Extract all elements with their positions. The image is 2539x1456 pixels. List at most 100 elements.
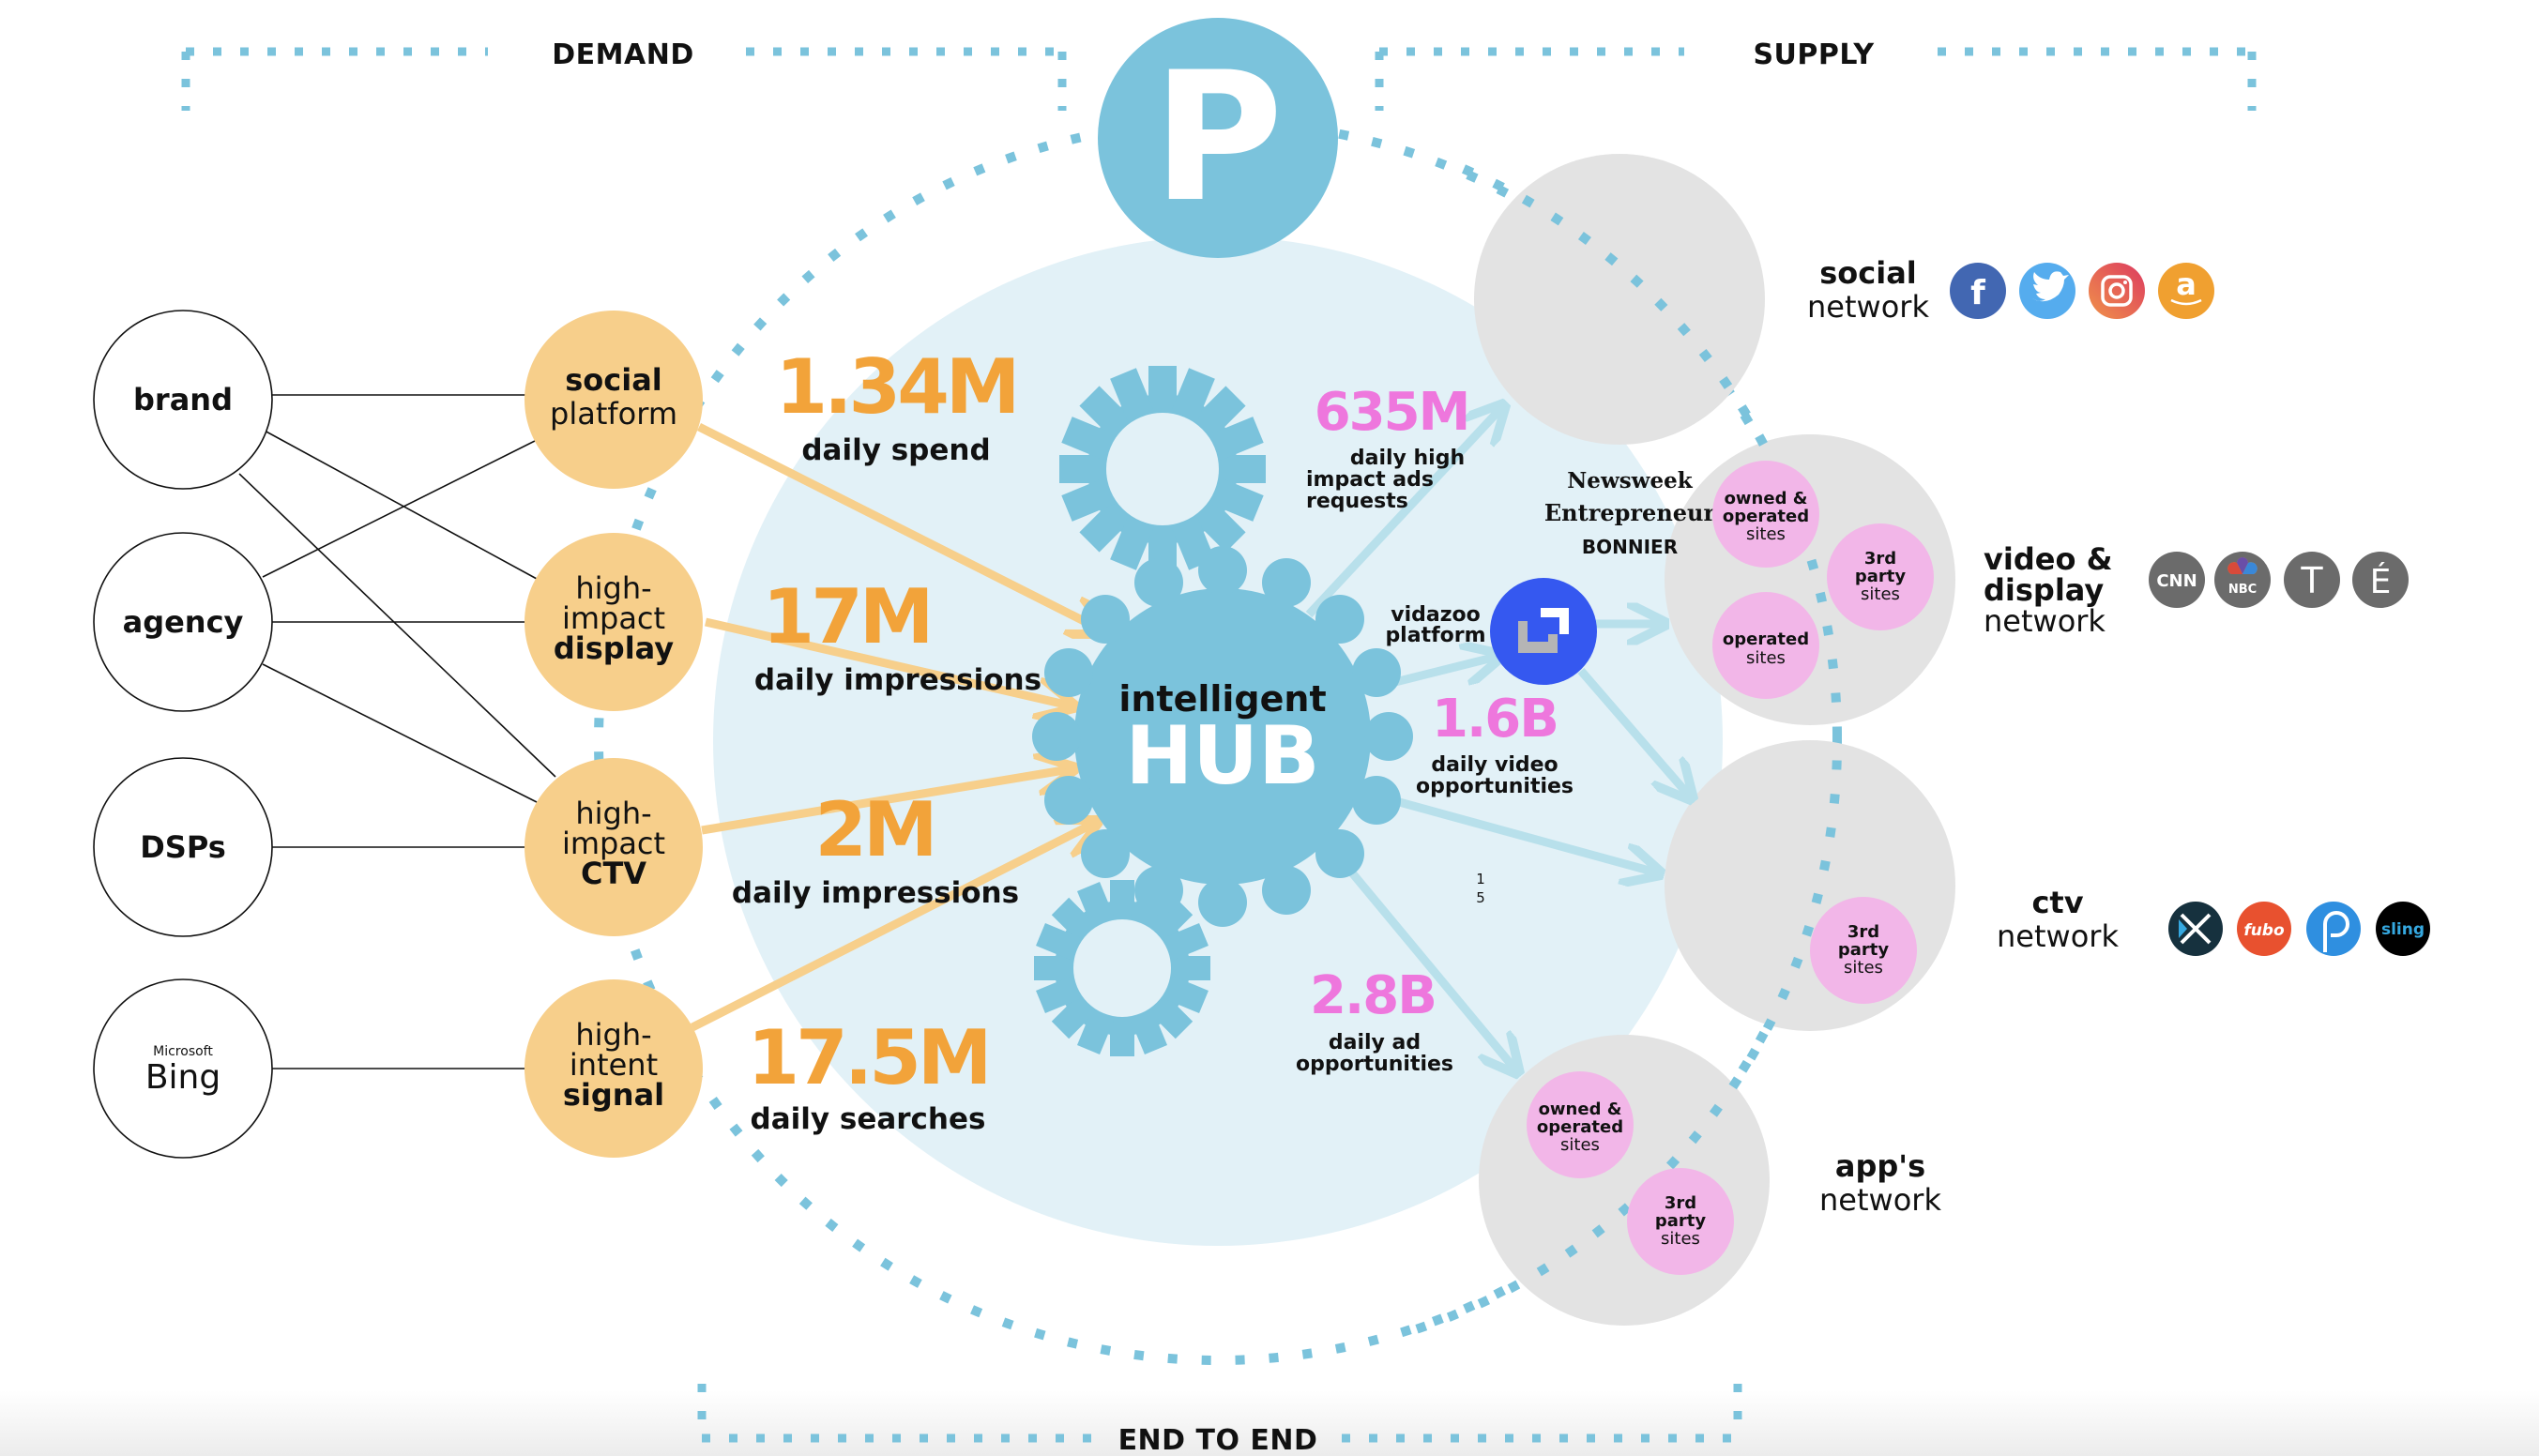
apps-owned-operated-sites[interactable]: owned & operated sites xyxy=(1527,1071,1634,1178)
publisher-logos: Newsweek Entrepreneur BONNIER xyxy=(1544,468,1716,558)
site-label: party xyxy=(1855,567,1907,586)
social-network-circle[interactable] xyxy=(1474,154,1765,445)
twitter-icon[interactable] xyxy=(2019,263,2075,319)
xumo-icon[interactable] xyxy=(2168,902,2223,956)
icon-glyph: CNN xyxy=(2156,571,2197,591)
site-label: 3rd xyxy=(1864,549,1896,569)
end-to-end-bracket xyxy=(697,1384,1742,1443)
channel-line1: social xyxy=(565,362,662,398)
bottom-gear-icon xyxy=(1034,880,1210,1056)
hub-gear-icon[interactable]: intelligent HUB xyxy=(1032,546,1413,927)
vd-owned-operated-sites[interactable]: owned & operated sites xyxy=(1712,461,1819,568)
icon-glyph: f xyxy=(1970,274,1985,312)
p-logo-letter: P xyxy=(1152,34,1283,241)
site-label: operated xyxy=(1723,629,1809,649)
demand-source-bing[interactable]: Microsoft Bing xyxy=(93,978,273,1159)
icon-glyph: fubo xyxy=(2243,921,2285,940)
stat-635m: 635M daily high impact ads requests xyxy=(1306,382,1470,513)
bonnier-logo: BONNIER xyxy=(1582,536,1678,558)
ctv-network-circle[interactable] xyxy=(1665,740,1955,1031)
icon-glyph: NBC xyxy=(2228,583,2257,597)
stat-value: 2.8B xyxy=(1310,965,1436,1026)
elle-icon[interactable]: É xyxy=(2352,552,2409,608)
site-label: sites xyxy=(1844,958,1883,978)
demand-bracket xyxy=(181,47,1067,111)
page-marker-line2: 5 xyxy=(1476,889,1485,906)
stat-value: 2M xyxy=(814,786,934,873)
page-marker-line1: 1 xyxy=(1476,871,1485,887)
stat-daily-spend: 1.34M daily spend xyxy=(776,343,1021,467)
supply-bracket xyxy=(1375,47,2257,111)
network-label-bold: app's xyxy=(1835,1148,1925,1184)
demand-source-dsps[interactable]: DSPs xyxy=(93,757,273,937)
network-label-bold: social xyxy=(1819,255,1917,291)
sling-icon[interactable]: sling xyxy=(2376,902,2430,956)
channel-line3: CTV xyxy=(581,856,646,891)
amazon-icon[interactable]: a xyxy=(2158,263,2214,319)
channel-line1: high- xyxy=(575,796,651,831)
channel-line1: high- xyxy=(575,1017,651,1053)
stat-label: daily spend xyxy=(801,433,990,467)
vidazoo-label-line: platform xyxy=(1385,624,1485,647)
site-label: party xyxy=(1655,1211,1707,1231)
site-label: party xyxy=(1838,940,1890,960)
stat-value: 1.34M xyxy=(776,343,1017,431)
network-label-bold: display xyxy=(1984,572,2104,608)
network-label-light: network xyxy=(1997,918,2119,954)
demand-header: DEMAND xyxy=(552,38,693,71)
site-label: sites xyxy=(1746,648,1786,668)
p-logo[interactable]: P xyxy=(1098,18,1338,258)
cnn-icon[interactable]: CNN xyxy=(2149,552,2205,608)
vd-operated-sites[interactable]: operated sites xyxy=(1712,592,1819,699)
philo-icon[interactable] xyxy=(2306,902,2361,956)
stat-label-line: opportunities xyxy=(1416,775,1574,798)
channel-line1: high- xyxy=(575,570,651,606)
vidazoo-label-line: vidazoo xyxy=(1391,603,1481,627)
site-label: owned & xyxy=(1539,1100,1622,1119)
bottom-fade xyxy=(0,1390,2539,1456)
stat-label-line: daily video xyxy=(1431,753,1558,777)
site-label: 3rd xyxy=(1847,922,1879,942)
stat-daily-searches: 17.5M daily searches xyxy=(748,1014,993,1136)
fubo-icon[interactable]: fubo xyxy=(2237,902,2291,956)
site-label: 3rd xyxy=(1665,1193,1696,1213)
video-display-network-label: video & display network xyxy=(1984,541,2112,639)
channel-line2: impact xyxy=(562,600,665,636)
demand-source-agency[interactable]: agency xyxy=(93,532,273,712)
ctv-3rd-party-sites[interactable]: 3rd party sites xyxy=(1810,897,1917,1004)
stat-label: daily searches xyxy=(751,1102,986,1136)
apps-3rd-party-sites[interactable]: 3rd party sites xyxy=(1627,1168,1734,1275)
stat-display-impressions: 17M daily impressions xyxy=(754,573,1041,697)
channel-social-platform[interactable]: social platform xyxy=(525,311,703,489)
channel-high-intent-signal[interactable]: high- intent signal xyxy=(525,979,703,1158)
icon-glyph: sling xyxy=(2381,920,2425,939)
demand-connections xyxy=(238,394,556,1069)
stat-2-8b: 2.8B daily ad opportunities xyxy=(1296,965,1453,1076)
demand-source-brand[interactable]: brand xyxy=(93,310,273,490)
facebook-icon[interactable]: f xyxy=(1950,263,2006,319)
channel-line2: impact xyxy=(562,826,665,861)
dsps-label: DSPs xyxy=(140,829,226,865)
stat-label-line: impact ads xyxy=(1306,468,1434,492)
agency-label: agency xyxy=(123,604,244,640)
apps-network-circle[interactable] xyxy=(1479,1035,1770,1326)
stat-label-line: daily high xyxy=(1350,447,1465,470)
nbc-icon[interactable]: NBC xyxy=(2214,552,2271,608)
site-label: sites xyxy=(1746,524,1786,544)
stat-label: daily impressions xyxy=(732,876,1019,910)
social-network-label: social network xyxy=(1807,255,1929,325)
vidazoo-platform[interactable]: vidazoo platform xyxy=(1385,578,1597,685)
icon-glyph: T xyxy=(2300,560,2323,601)
stat-value: 17M xyxy=(763,573,931,660)
site-label: operated xyxy=(1537,1117,1623,1137)
channel-high-impact-ctv[interactable]: high- impact CTV xyxy=(525,758,703,936)
channel-high-impact-display[interactable]: high- impact display xyxy=(525,533,703,711)
vd-3rd-party-sites[interactable]: 3rd party sites xyxy=(1827,523,1934,630)
channel-line2: intent xyxy=(570,1047,658,1083)
vidazoo-mark-grey xyxy=(1518,621,1558,653)
instagram-icon[interactable] xyxy=(2089,263,2145,319)
orbit-dotted-ring xyxy=(594,117,1842,1365)
nyt-icon[interactable]: T xyxy=(2284,552,2340,608)
vidazoo-mark-white xyxy=(1541,608,1569,634)
icon-glyph: É xyxy=(2370,562,2392,601)
